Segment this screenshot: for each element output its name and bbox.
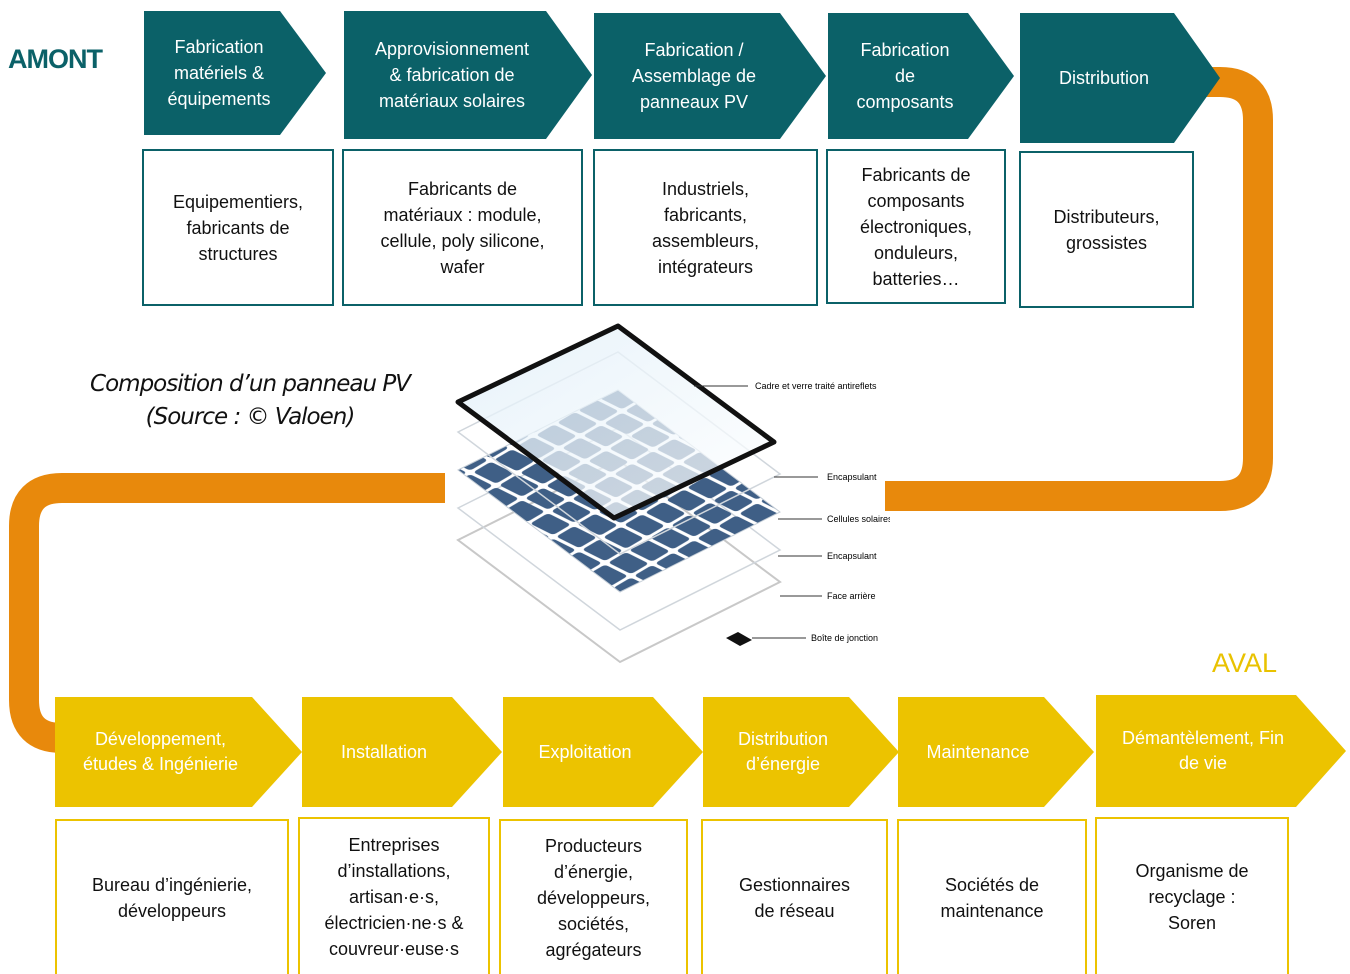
step-label: Maintenance: [926, 741, 1030, 762]
junction-box: [726, 632, 752, 646]
layer-label-junction-box: Boîte de jonction: [811, 633, 878, 643]
layer-label-encapsulant-1: Encapsulant: [827, 472, 877, 482]
downstream-actors-1: Bureau d’ingénierie, développeurs: [55, 819, 289, 974]
actors-text: Distributeurs, grossistes: [1053, 206, 1160, 253]
actors-text: Gestionnaires de réseau: [738, 874, 851, 921]
step-label: Fabrication / Assemblage de panneaux PV: [631, 40, 757, 112]
layer-label-solar-cells: Cellules solaires: [827, 514, 890, 524]
pv-panel-illustration: Cadre et verre traité antireflets Encaps…: [455, 323, 890, 664]
step-label: Exploitation: [538, 741, 632, 762]
actors-text: Sociétés de maintenance: [940, 874, 1044, 921]
upstream-actors-2: Fabricants de matériaux : module, cellul…: [342, 149, 583, 306]
downstream-step-1: Développement, études & Ingénierie: [55, 697, 302, 807]
layer-label-back-sheet: Face arrière: [827, 591, 876, 601]
step-label: Démantèlement, Fin de vie: [1121, 728, 1285, 773]
actors-text: Fabricants de composants électroniques, …: [859, 164, 973, 289]
downstream-actors-6: Organisme de recyclage : Soren: [1095, 817, 1289, 974]
step-label: Approvisionnement & fabrication de matér…: [374, 39, 530, 111]
panel-caption: Composition d’un panneau PV (Source : © …: [90, 371, 411, 430]
step-label: Fabrication matériels & équipements: [167, 37, 271, 109]
connector-path: [9, 67, 1273, 753]
actors-text: Industriels, fabricants, assembleurs, in…: [651, 178, 760, 277]
upstream-label: AMONT: [8, 44, 103, 74]
upstream-actors-3: Industriels, fabricants, assembleurs, in…: [593, 149, 818, 306]
downstream-step-6: Démantèlement, Fin de vie: [1096, 695, 1346, 807]
upstream-actors-1: Equipementiers, fabricants de structures: [142, 149, 334, 306]
actors-text: Bureau d’ingénierie, développeurs: [91, 874, 253, 921]
step-label: Fabrication de composants: [856, 40, 954, 112]
upstream-step-3: Fabrication / Assemblage de panneaux PV: [594, 13, 826, 139]
actors-text: Fabricants de matériaux : module, cellul…: [380, 178, 545, 277]
actors-text: Organisme de recyclage : Soren: [1135, 860, 1249, 933]
step-label: Installation: [340, 741, 428, 762]
upstream-actors-4: Fabricants de composants électroniques, …: [826, 149, 1006, 304]
step-label: Distribution d’énergie: [737, 729, 829, 774]
layer-label-frame-glass: Cadre et verre traité antireflets: [755, 381, 877, 391]
layer-label-encapsulant-2: Encapsulant: [827, 551, 877, 561]
upstream-actors-5: Distributeurs, grossistes: [1019, 151, 1194, 308]
frame-glass-layer: [455, 323, 777, 521]
downstream-actors-3: Producteurs d’énergie, développeurs, soc…: [499, 819, 688, 974]
step-label: Distribution: [1058, 68, 1150, 88]
actors-text: Entreprises d’installations, artisan·e·s…: [324, 834, 464, 959]
upstream-step-5: Distribution: [1020, 13, 1220, 143]
actors-text: Producteurs d’énergie, développeurs, soc…: [536, 835, 651, 960]
step-label: Développement, études & Ingénierie: [82, 729, 239, 774]
downstream-actors-4: Gestionnaires de réseau: [701, 819, 888, 974]
upstream-step-2: Approvisionnement & fabrication de matér…: [344, 11, 592, 139]
downstream-actors-2: Entreprises d’installations, artisan·e·s…: [298, 817, 490, 974]
downstream-label: AVAL: [1212, 648, 1278, 678]
upstream-step-4: Fabrication de composants: [828, 13, 1014, 139]
actors-text: Equipementiers, fabricants de structures: [172, 191, 304, 264]
downstream-actors-5: Sociétés de maintenance: [897, 819, 1087, 974]
